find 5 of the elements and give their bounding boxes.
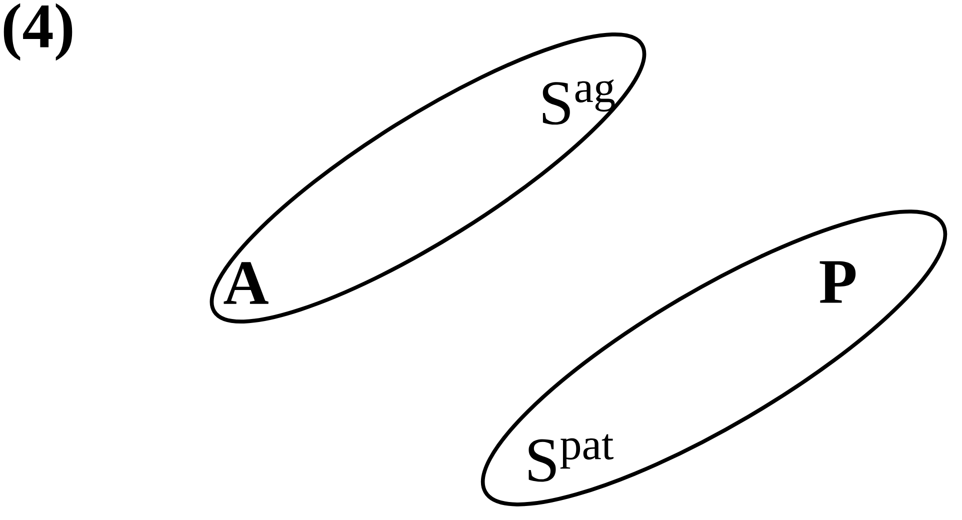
node-label: A: [224, 262, 268, 304]
node-label: S$^{ag}$: [542, 79, 615, 125]
panel-label: (4): [4, 3, 72, 61]
node-label: P: [820, 261, 856, 303]
node-label: S$^{pat}$: [528, 434, 614, 482]
